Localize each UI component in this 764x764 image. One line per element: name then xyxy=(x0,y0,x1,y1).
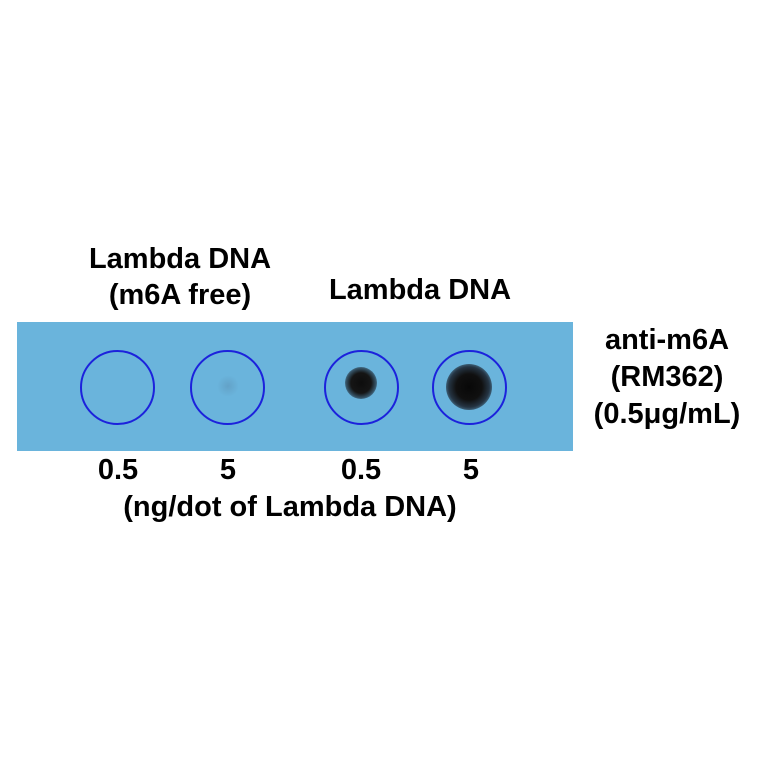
dot-circle-4 xyxy=(432,350,507,425)
dot-spot-2 xyxy=(217,375,239,397)
group-label-lambda-dna: Lambda DNA xyxy=(328,274,512,306)
dot-circle-3 xyxy=(324,350,399,425)
group-label-m6a-free: Lambda DNA (m6A free) xyxy=(50,241,310,313)
antibody-label-line-3: (0.5μg/mL) xyxy=(593,398,741,430)
group-label-m6a-free-line-2: (m6A free) xyxy=(108,279,252,311)
dot-circle-2 xyxy=(190,350,265,425)
dot-blot-membrane xyxy=(17,322,573,451)
units-label: (ng/dot of Lambda DNA) xyxy=(123,491,457,523)
antibody-label-line-1: anti-m6A xyxy=(604,324,730,356)
amount-label-3: 0.5 xyxy=(340,454,382,486)
group-label-m6a-free-line-1: Lambda DNA xyxy=(88,243,272,275)
dot-spot-3 xyxy=(345,367,377,399)
amount-label-4: 5 xyxy=(462,454,480,486)
amount-label-2: 5 xyxy=(219,454,237,486)
dot-spot-4 xyxy=(446,364,492,410)
dot-circle-1 xyxy=(80,350,155,425)
amount-label-1: 0.5 xyxy=(97,454,139,486)
antibody-label: anti-m6A (RM362) (0.5μg/mL) xyxy=(572,322,762,433)
antibody-label-line-2: (RM362) xyxy=(610,361,724,393)
